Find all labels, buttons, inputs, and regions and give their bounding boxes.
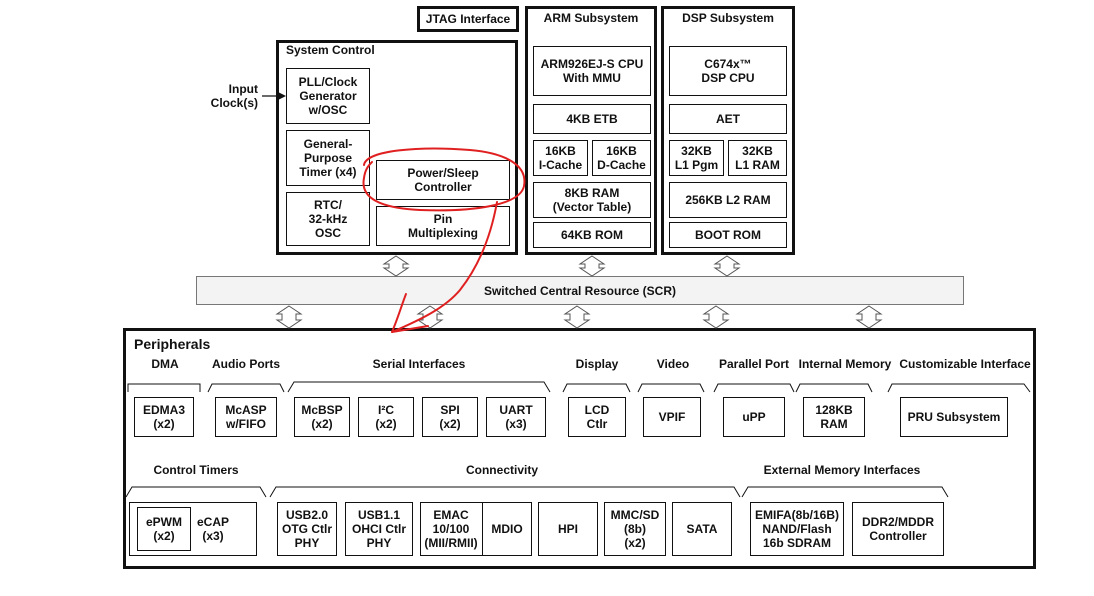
connector-scr-periph-1	[275, 305, 303, 329]
dsp-aet-block: AET	[669, 104, 787, 134]
dma-bracket	[127, 383, 201, 392]
vpif-block: VPIF	[643, 397, 701, 437]
i2c-block: I²C (x2)	[358, 397, 414, 437]
connector-scr-periph-3	[563, 305, 591, 329]
sata-block: SATA	[672, 502, 732, 556]
video-group-label: Video	[656, 357, 690, 371]
serial-interfaces-group-label: Serial Interfaces	[372, 357, 466, 371]
peripherals-title: Peripherals	[134, 336, 211, 352]
epwm-block: ePWM (x2)	[137, 507, 191, 551]
general-purpose-timer-block: General- Purpose Timer (x4)	[286, 130, 370, 186]
red-arrow-line	[391, 201, 498, 333]
display-bracket	[562, 383, 631, 393]
arm-icache-block: 16KB I-Cache	[533, 140, 588, 176]
group-brackets	[125, 381, 1031, 498]
ext-mem-bracket	[741, 486, 949, 498]
serial-bracket	[287, 381, 551, 393]
audio-bracket	[207, 383, 285, 393]
dsp-boot-rom-block: BOOT ROM	[669, 222, 787, 248]
dsp-l1-ram-block: 32KB L1 RAM	[728, 140, 787, 176]
connectivity-bracket	[269, 486, 741, 498]
usb2-otg-block: USB2.0 OTG Ctlr PHY	[277, 502, 337, 556]
emac-label: EMAC 10/100 (MII/RMII)	[424, 508, 478, 550]
arm-rom-block: 64KB ROM	[533, 222, 651, 248]
parallel-port-group-label: Parallel Port	[718, 357, 790, 371]
mmc-sd-block: MMC/SD (8b) (x2)	[604, 502, 666, 556]
jtag-interface-block: JTAG Interface	[417, 6, 519, 32]
custom-bracket	[887, 383, 1031, 393]
connector-dsp-scr	[713, 255, 741, 277]
upp-block: uPP	[723, 397, 785, 437]
red-circle-around-power-controller	[362, 147, 526, 212]
uart-block: UART (x3)	[486, 397, 546, 437]
usb1-ohci-block: USB1.1 OHCI Ctlr PHY	[345, 502, 413, 556]
input-clocks-label: Input Clock(s)	[210, 82, 258, 110]
arm-cpu-block: ARM926EJ-S CPU With MMU	[533, 46, 651, 96]
connector-scr-periph-4	[702, 305, 730, 329]
system-control-title: System Control	[286, 43, 375, 57]
spi-block: SPI (x2)	[422, 397, 478, 437]
dsp-l1-pgm-block: 32KB L1 Pgm	[669, 140, 724, 176]
dsp-cpu-block: C674x™ DSP CPU	[669, 46, 787, 96]
ecap-label: eCAP (x3)	[196, 515, 229, 543]
red-annotation	[362, 147, 526, 333]
external-memory-interfaces-group-label: External Memory Interfaces	[763, 463, 921, 477]
bus-connectors	[275, 255, 883, 329]
arm-dcache-block: 16KB D-Cache	[592, 140, 651, 176]
connectivity-group-label: Connectivity	[465, 463, 538, 477]
connector-scr-periph-2	[416, 305, 444, 329]
hpi-block: HPI	[538, 502, 598, 556]
switched-central-resource-bar: Switched Central Resource (SCR)	[196, 276, 964, 305]
parallel-bracket	[713, 383, 795, 393]
edma3-block: EDMA3 (x2)	[134, 397, 194, 437]
arm-subsystem-title: ARM Subsystem	[543, 11, 639, 25]
dsp-subsystem-title: DSP Subsystem	[682, 11, 774, 25]
customizable-interface-group-label: Customizable Interface	[899, 357, 1031, 371]
internal-memory-group-label: Internal Memory	[798, 357, 892, 371]
connector-arm-scr	[578, 255, 606, 277]
control-timers-group-label: Control Timers	[153, 463, 239, 477]
ddr2-mddr-controller-block: DDR2/MDDR Controller	[852, 502, 944, 556]
power-sleep-controller-block: Power/Sleep Controller	[376, 160, 510, 200]
input-clock-arrowhead	[278, 92, 286, 100]
connector-syscontrol-scr	[382, 255, 410, 277]
display-group-label: Display	[575, 357, 619, 371]
internal-memory-bracket	[795, 383, 873, 393]
video-bracket	[637, 383, 705, 393]
lcd-controller-block: LCD Ctlr	[568, 397, 626, 437]
pru-subsystem-block: PRU Subsystem	[900, 397, 1008, 437]
arm-ram-block: 8KB RAM (Vector Table)	[533, 182, 651, 218]
connector-scr-periph-5	[855, 305, 883, 329]
red-arrowhead	[391, 293, 429, 333]
timers-bracket	[125, 486, 267, 498]
dsp-l2-ram-block: 256KB L2 RAM	[669, 182, 787, 218]
audio-ports-group-label: Audio Ports	[212, 357, 280, 371]
emifa-block: EMIFA(8b/16B) NAND/Flash 16b SDRAM	[750, 502, 844, 556]
mcasp-block: McASP w/FIFO	[215, 397, 277, 437]
internal-ram-block: 128KB RAM	[803, 397, 865, 437]
pll-clock-generator-block: PLL/Clock Generator w/OSC	[286, 68, 370, 124]
rtc-osc-block: RTC/ 32-kHz OSC	[286, 192, 370, 246]
arm-etb-block: 4KB ETB	[533, 104, 651, 134]
mcbsp-block: McBSP (x2)	[294, 397, 350, 437]
dma-group-label: DMA	[151, 357, 179, 371]
mdio-block: MDIO	[482, 502, 532, 556]
